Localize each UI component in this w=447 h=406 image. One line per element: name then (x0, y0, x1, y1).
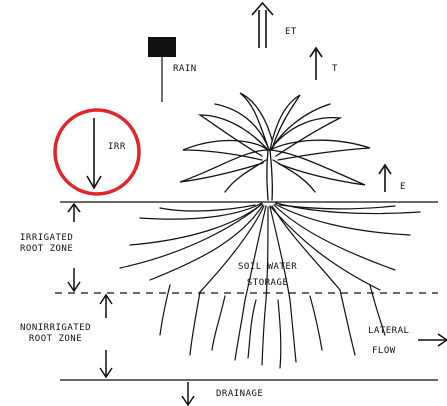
soil-water-storage-label: SOIL WATER STORAGE (238, 262, 297, 289)
irr-label: IRR (108, 142, 126, 153)
drainage-label: DRAINAGE (216, 389, 263, 400)
e-arrow (379, 165, 391, 192)
lateral-flow-label: LATERAL FLOW (368, 326, 409, 357)
e-label: E (400, 182, 406, 193)
et-arrow (252, 3, 273, 48)
et-label: ET (285, 27, 297, 38)
lateral-flow-arrow (418, 334, 447, 346)
plant-icon (180, 93, 370, 200)
drainage-arrow (182, 382, 194, 405)
nonirrigated-root-zone-label: NONIRRIGATED ROOT ZONE (20, 323, 91, 345)
rain-label: RAIN (173, 64, 197, 75)
irr-arrow (87, 118, 101, 188)
nonirrigated-zone-arrow (100, 295, 112, 377)
t-arrow (310, 48, 322, 80)
t-label: T (332, 64, 338, 75)
irrigated-root-zone-label: IRRIGATED ROOT ZONE (20, 233, 73, 255)
rain-gauge-icon (148, 37, 176, 102)
